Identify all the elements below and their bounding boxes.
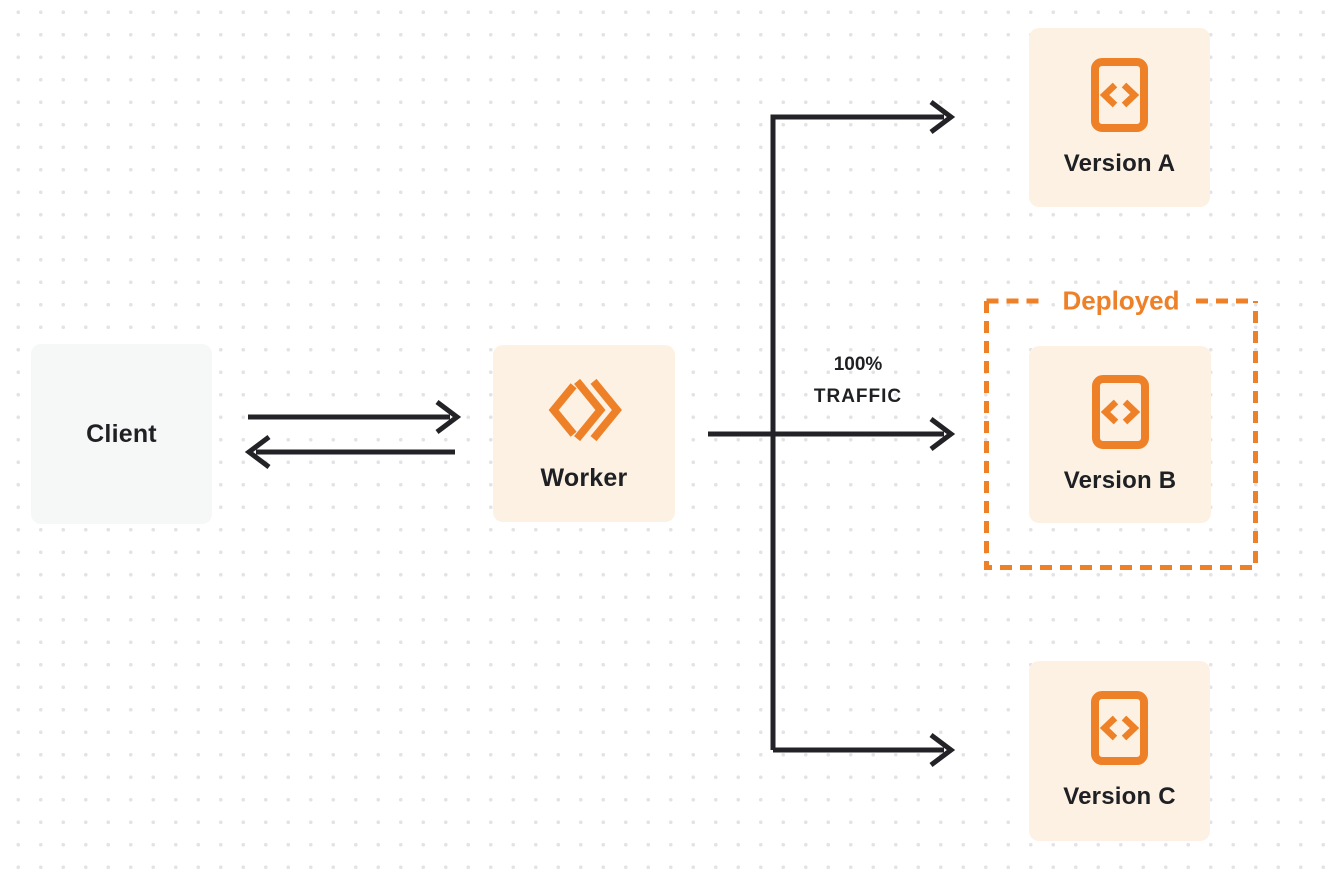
version-c-label: Version C (1063, 783, 1176, 810)
code-document-icon (1091, 57, 1148, 132)
worker-label: Worker (540, 464, 628, 492)
code-document-icon (1091, 691, 1148, 765)
version-b-label: Version B (1063, 466, 1177, 494)
node-worker: Worker (493, 345, 675, 522)
node-version-b: Version B (1029, 346, 1211, 523)
version-a-label: Version A (1063, 149, 1176, 177)
client-label: Client (86, 419, 157, 448)
arrow-worker-to-version-b (708, 417, 956, 451)
node-version-a: Version A (1029, 28, 1210, 207)
node-client: Client (31, 344, 212, 524)
arrow-worker-to-version-c (773, 733, 956, 767)
deployed-label: Deployed (1062, 285, 1180, 316)
traffic-annotation: 100% TRAFFIC (814, 349, 902, 413)
cloudflare-workers-logo-icon (545, 374, 623, 446)
traffic-word: TRAFFIC (813, 386, 903, 407)
arrow-client-to-worker (248, 400, 462, 434)
arrow-worker-to-client (244, 435, 455, 469)
node-version-c: Version C (1029, 661, 1210, 841)
traffic-percent: 100% (833, 354, 883, 375)
code-document-icon (1091, 374, 1149, 449)
arrow-worker-to-version-a (770, 100, 956, 750)
